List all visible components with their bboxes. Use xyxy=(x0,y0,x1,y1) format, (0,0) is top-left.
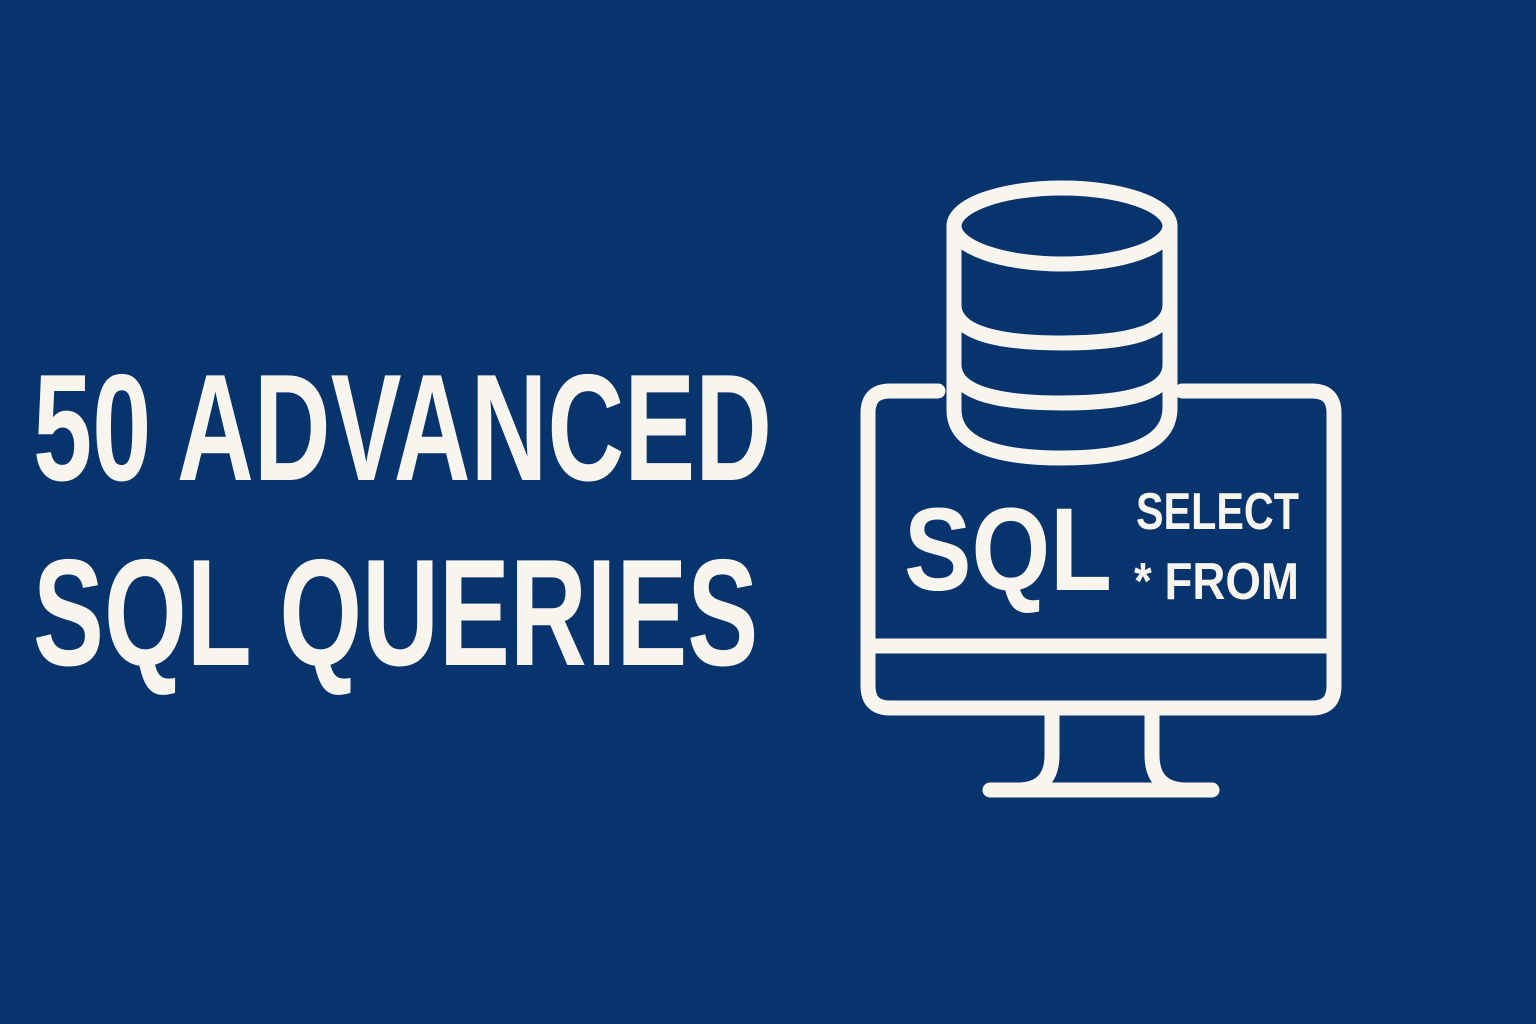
monitor-icon xyxy=(860,383,1342,798)
headline: 50 ADVANCED SQL QUERIES xyxy=(33,336,833,706)
database-bottom xyxy=(946,400,1178,466)
database-top xyxy=(946,180,1178,272)
database-ring-1 xyxy=(946,297,1178,351)
screen-query-select: SELECT xyxy=(1136,483,1299,541)
screen-query-from: * FROM xyxy=(1134,553,1299,611)
database-icon xyxy=(946,180,1178,466)
database-ring-2 xyxy=(946,357,1178,411)
monitor-stand xyxy=(1009,700,1195,798)
monitor-frame xyxy=(860,383,1342,716)
screen-sql-logo: SQL xyxy=(904,484,1112,616)
